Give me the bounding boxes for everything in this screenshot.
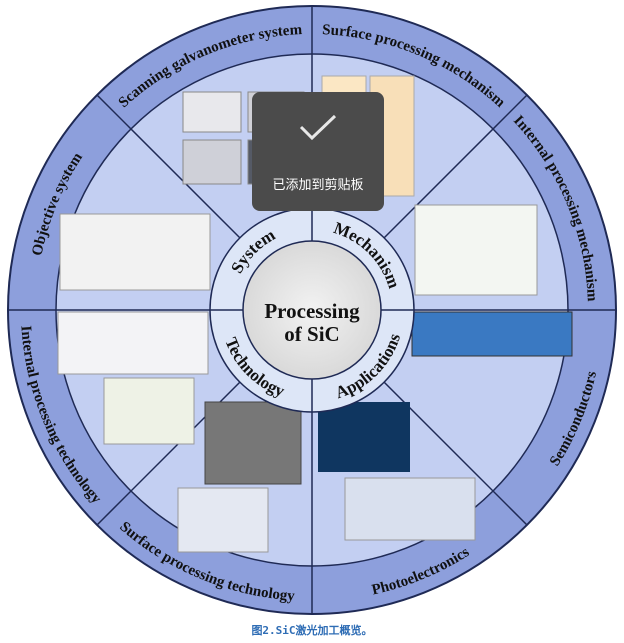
center-circle	[242, 240, 382, 380]
check-icon	[299, 114, 337, 140]
center-title-line1: Processing	[264, 299, 360, 323]
center-title-line2: of SiC	[284, 322, 339, 346]
objective-system-schematic	[59, 213, 211, 291]
toast-message: 已添加到剪贴板	[272, 178, 364, 193]
clipboard-toast: 已添加到剪贴板	[252, 92, 384, 211]
galvanometer-photo	[182, 139, 242, 185]
sector-divider	[96, 94, 241, 239]
galvanometer-photo	[182, 91, 242, 133]
surface-process-steps	[177, 487, 269, 553]
internal-mechanism-schematic	[414, 204, 538, 296]
ring-dividers	[210, 208, 414, 412]
photonics-schematic	[344, 477, 476, 541]
figure-caption: 图2.SiC激光加工概览。	[251, 624, 373, 637]
chip-image	[318, 402, 410, 472]
sector-images	[57, 75, 573, 553]
sem-images	[204, 401, 302, 485]
internal-tech-steps	[57, 311, 209, 375]
semiconductor-devices	[430, 378, 530, 418]
internal-tech-schematic	[103, 377, 195, 445]
semiconductor-diagram	[411, 311, 573, 357]
sector-divider	[383, 94, 528, 239]
